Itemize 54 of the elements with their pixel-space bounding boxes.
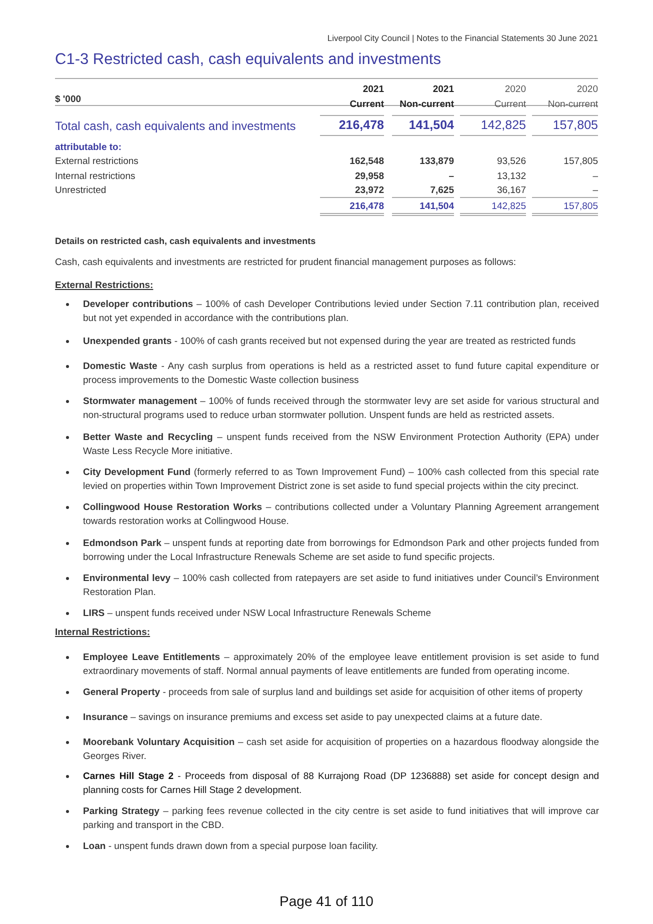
page-number: Page 41 of 110 — [278, 893, 374, 910]
list-heading: Internal Restrictions: — [55, 627, 150, 639]
list-heading: External Restrictions: — [55, 280, 154, 292]
list-item-text: Better Waste and Recycling – unspent funds received from the NSW Environment Protection Authority (EPA) under Waste Less Recycle More initiative. — [83, 431, 599, 458]
list-item-text: City Development Fund (formerly referred to as Town Improvement Fund) – 100% cash collected from this special rate levied on properties within Town Improvement District zone is set aside to fund special projects within the city precinct. — [83, 466, 599, 493]
row-label: attributable to: — [55, 142, 122, 154]
row-label: Internal restrictions — [55, 170, 136, 182]
table-cell: 216,478 — [320, 115, 384, 136]
table-cell: 157,805 — [532, 201, 598, 216]
table-cell-text: 133,879 — [418, 156, 454, 168]
list-item-text: Collingwood House Restoration Works – contributions collected under a Voluntary Planning Agreement arrangement towards restoration works at Collingwood House. — [83, 501, 599, 528]
list-item-text: Parking Strategy – parking fees revenue collected in the city centre is set aside to fund initiatives that will improve car parking and transport in the CBD. — [83, 805, 599, 832]
list-item-text: Domestic Waste - Any cash surplus from operations is held as a restricted asset to fund future capital expenditure or process improvements to the Domestic Waste collection business — [83, 360, 599, 387]
list-item-text: Carnes Hill Stage 2 - Proceeds from disposal of 88 Kurrajong Road (DP 1236888) set aside for concept design and planning costs for Carnes Hill Stage 2 development. — [83, 770, 599, 797]
list-item-text: Edmondson Park – unspent funds at reporting date from borrowings for Edmondson Park and other projects funded from borrowing under the Local Infrastructure Renewals Scheme are set aside to fund specific projects. — [83, 537, 599, 564]
list-item-text: LIRS – unspent funds received under NSW Local Infrastructure Renewals Scheme — [83, 607, 432, 620]
list-item-text: Environmental levy – 100% cash collected from ratepayers are set aside to fund initiatives under Council’s Environment Restoration Plan. — [83, 572, 599, 599]
row-label: Unrestricted — [55, 185, 106, 197]
table-cell-text: 29,958 — [354, 170, 384, 182]
list-item-text: Employee Leave Entitlements – approximately 20% of the employee leave entitlement provision is set aside to fund extraordinary movements of staff. Normal annual payments of leave entitlements are funded from operating income. — [83, 651, 599, 678]
table-cell-text: 162,548 — [348, 156, 384, 168]
table-cell: 142,825 — [460, 115, 526, 136]
table-cell-text: 93,526 — [496, 156, 526, 168]
column-header: 2021 Non-current — [398, 83, 454, 112]
row-label: External restrictions — [55, 156, 138, 168]
table-cell: – — [532, 185, 598, 198]
table-cell-text: 13,132 — [496, 170, 526, 182]
column-header: 2021 Current — [348, 83, 384, 112]
page-header: Liverpool City Council | Notes to the Financial Statements 30 June 2021 — [327, 32, 598, 44]
list-item-text: Stormwater management – 100% of funds received through the stormwater levy are set aside for various structural and non-structural programs used to reduce urban stormwater pollution. Unspent funds are held as restricted assets. — [83, 395, 599, 422]
column-header: 2020 Current — [493, 83, 526, 112]
list-item-text: Moorebank Voluntary Acquisition – cash set aside for acquisition of properties on a hazardous floodway alongside the Georges River. — [83, 736, 599, 763]
table-cell: 216,478 — [320, 201, 384, 216]
table-cell: 141,504 — [392, 115, 454, 136]
row-label: Total cash, cash equivalents and investments — [55, 119, 296, 134]
table-cell-text: – — [592, 170, 598, 182]
section-heading: C1-3 Restricted cash, cash equivalents and investments — [55, 51, 441, 69]
table-cell: 7,625 — [392, 185, 454, 198]
table-cell: 36,167 — [460, 185, 526, 198]
table-cell: 23,972 — [320, 185, 384, 198]
table-cell: 157,805 — [532, 115, 598, 136]
column-header: $ '000 — [55, 94, 82, 106]
column-header: 2020 Non-current — [546, 83, 598, 112]
list-item-text: Loan - unspent funds drawn down from a special purpose loan facility. — [83, 840, 380, 854]
subheading: Details on restricted cash, cash equivalents and investments — [55, 235, 316, 247]
table-cell-text: – — [448, 170, 454, 182]
intro-text: Cash, cash equivalents and investments are restricted for prudent financial management purposes as follows: — [55, 257, 516, 269]
list-item-text: General Property - proceeds from sale of surplus land and buildings set aside for acquisition of other items of property — [83, 686, 584, 700]
table-cell-text: 157,805 — [562, 156, 598, 168]
list-item-text: Developer contributions – 100% of cash Developer Contributions levied under Section 7.11 contribution plan, received but not yet expended in accordance with the contributions plan. — [83, 298, 599, 325]
table-cell: 141,504 — [392, 201, 454, 216]
list-item-text: Insurance – savings on insurance premiums and excess set aside to pay unexpected claims at a future date. — [83, 711, 544, 724]
list-item-text: Unexpended grants - 100% of cash grants received but not expensed during the year are treated as restricted funds — [83, 335, 577, 348]
table-cell: 142,825 — [460, 201, 526, 216]
